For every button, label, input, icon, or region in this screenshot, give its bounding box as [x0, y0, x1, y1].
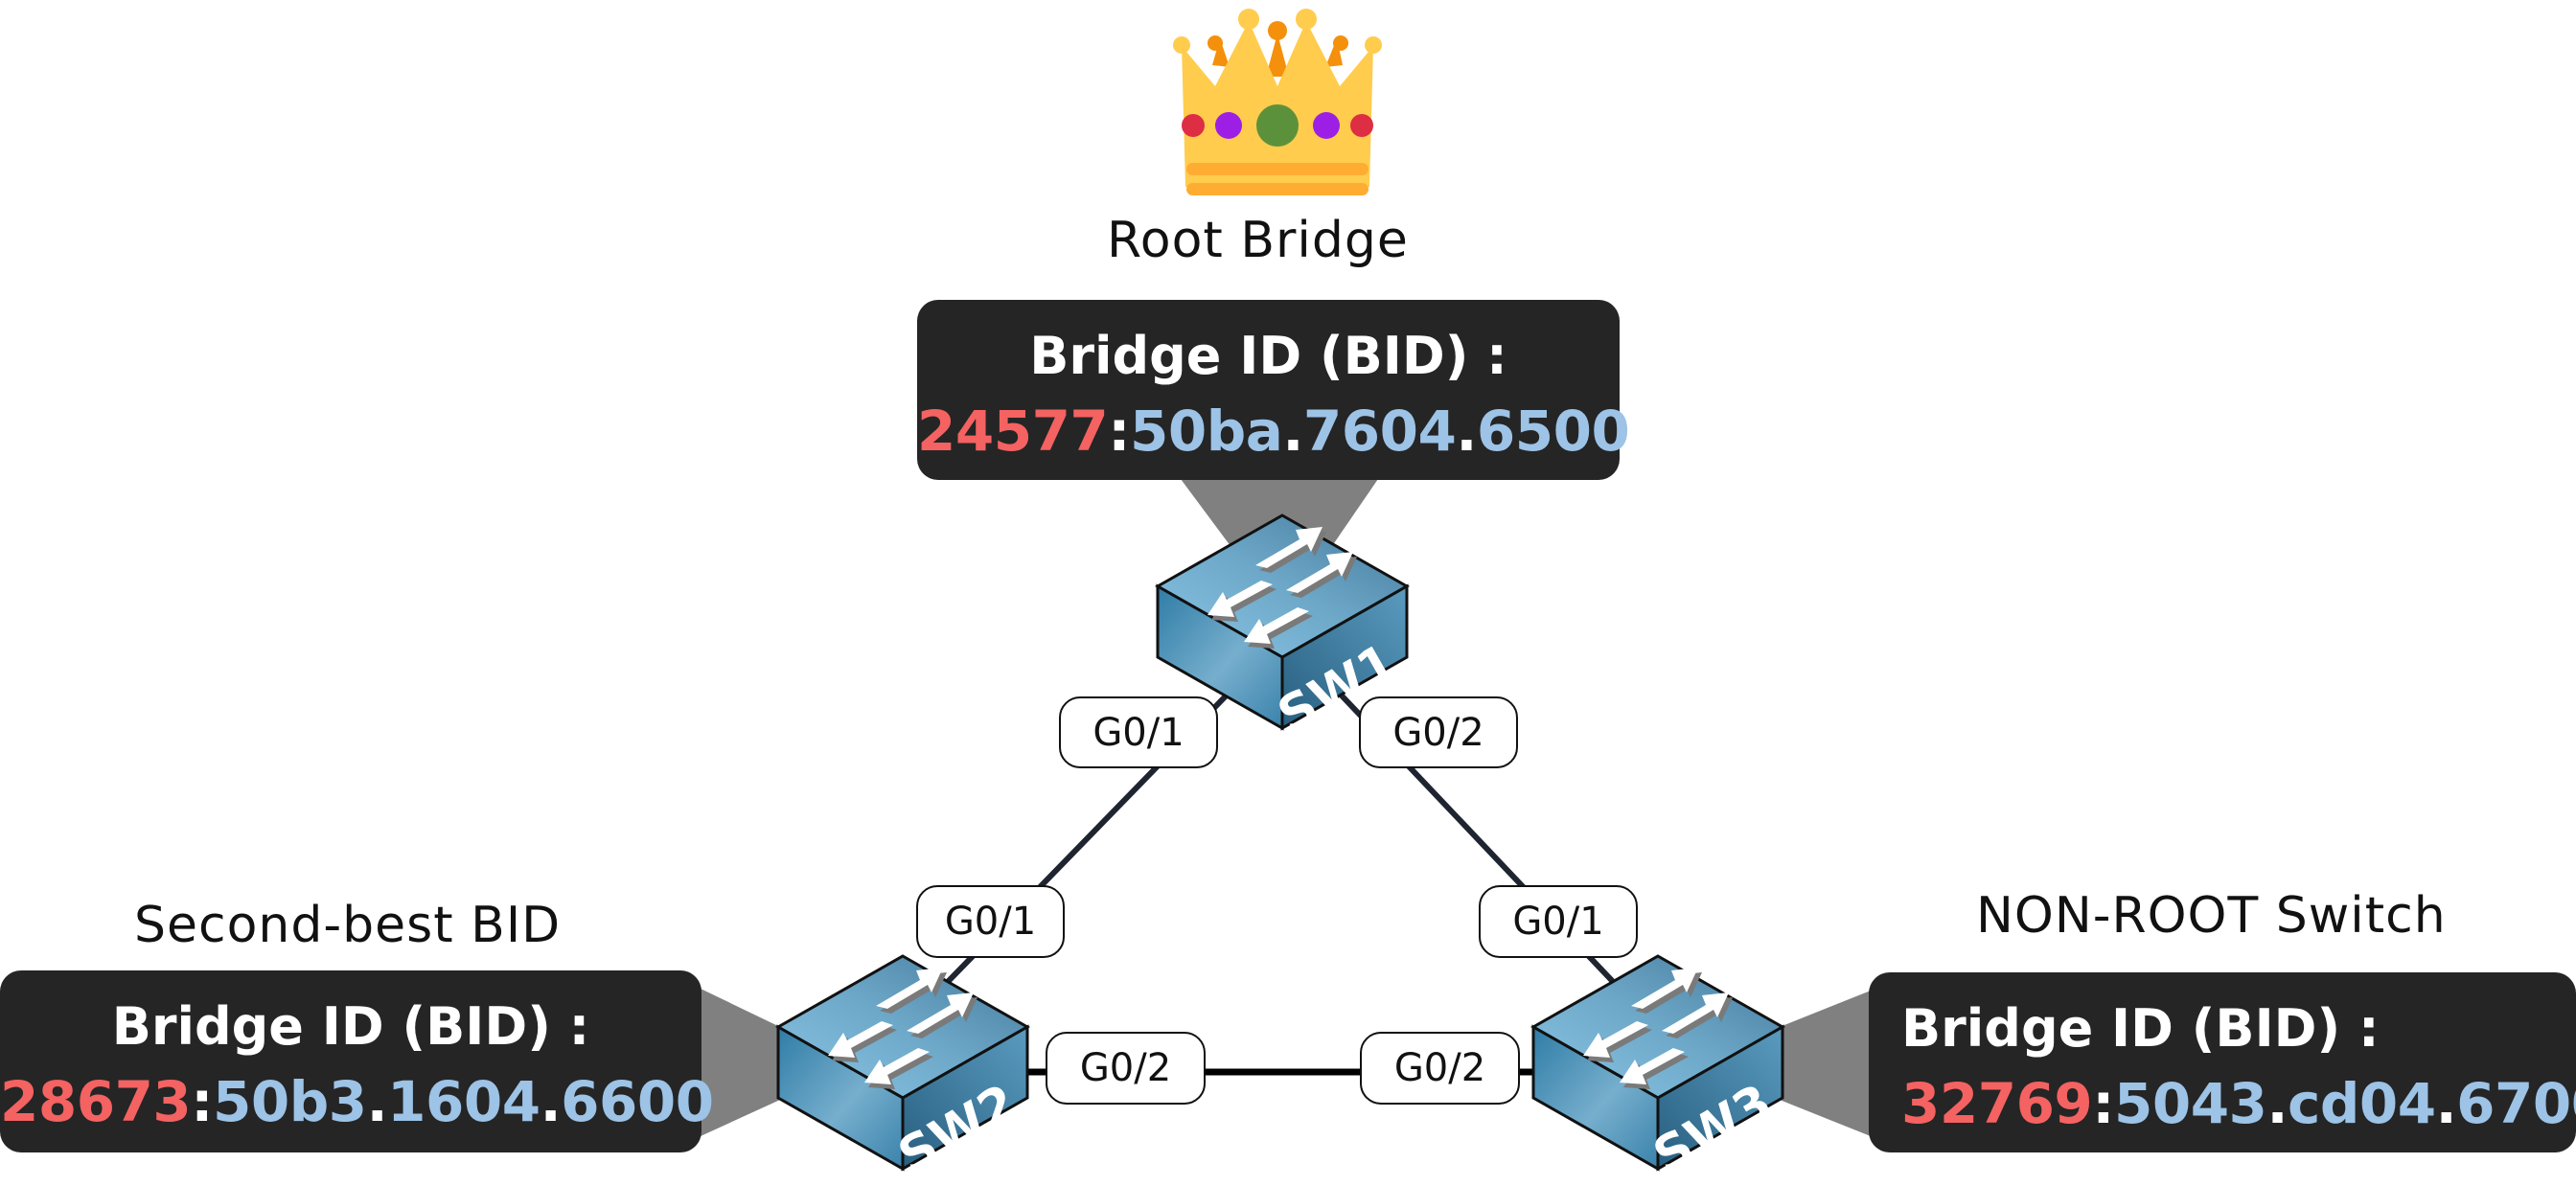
- if-label-sw2-g0-2: G0/2: [1046, 1032, 1206, 1105]
- second-best-caption: Second-best BID: [134, 897, 562, 954]
- bid-value: 28673:50b3.1604.6600: [0, 1069, 714, 1134]
- connector-sw1: [1181, 479, 1378, 546]
- bid-mac-part: 50b3: [213, 1069, 367, 1134]
- bid-title: Bridge ID (BID) :: [111, 996, 590, 1057]
- bid-value: 24577:50ba.7604.6500: [917, 399, 1630, 464]
- non-root-caption: NON-ROOT Switch: [1976, 887, 2447, 945]
- bid-separator: :: [191, 1069, 213, 1134]
- connector-sw3: [1780, 991, 1871, 1136]
- bid-mac-part: cd04: [2287, 1071, 2436, 1136]
- bid-mac-part: 6500: [1476, 399, 1630, 464]
- if-label-sw1-g0-1: G0/1: [1059, 696, 1218, 768]
- switch-sw2[interactable]: SW2: [776, 954, 1029, 1186]
- bid-priority: 28673: [0, 1069, 192, 1134]
- bid-mac-part: 50ba: [1130, 399, 1283, 464]
- bid-mac-part: 5043: [2114, 1071, 2267, 1136]
- bid-priority: 32769: [1901, 1071, 2093, 1136]
- bid-separator: :: [2092, 1071, 2114, 1136]
- bid-mac-part: 7604: [1302, 399, 1457, 464]
- bid-box-sw3: Bridge ID (BID) : 32769:5043.cd04.6700: [1869, 972, 2576, 1152]
- if-label-sw1-g0-2: G0/2: [1359, 696, 1518, 768]
- crown-icon: [1173, 9, 1382, 195]
- bid-box-sw2: Bridge ID (BID) : 28673:50b3.1604.6600: [0, 970, 714, 1152]
- bid-mac-part: 1604: [387, 1069, 540, 1134]
- bid-value: 32769:5043.cd04.6700: [1901, 1076, 2576, 1131]
- switch-sw3[interactable]: SW3: [1531, 954, 1784, 1186]
- bid-box-sw1: Bridge ID (BID) : 24577:50ba.7604.6500: [917, 300, 1630, 480]
- if-label-sw3-g0-1: G0/1: [1479, 885, 1638, 958]
- root-bridge-caption: Root Bridge: [1107, 212, 1409, 269]
- bid-title: Bridge ID (BID) :: [1901, 998, 2380, 1059]
- bid-separator: :: [1108, 399, 1130, 464]
- if-label-sw2-g0-1: G0/1: [916, 885, 1065, 958]
- bid-mac-part: 6600: [561, 1069, 714, 1134]
- if-label-sw3-g0-2: G0/2: [1360, 1032, 1520, 1105]
- connector-sw2: [701, 989, 780, 1136]
- bid-title: Bridge ID (BID) :: [1029, 326, 1507, 386]
- bid-priority: 24577: [917, 399, 1109, 464]
- bid-mac-part: 6700: [2456, 1071, 2576, 1136]
